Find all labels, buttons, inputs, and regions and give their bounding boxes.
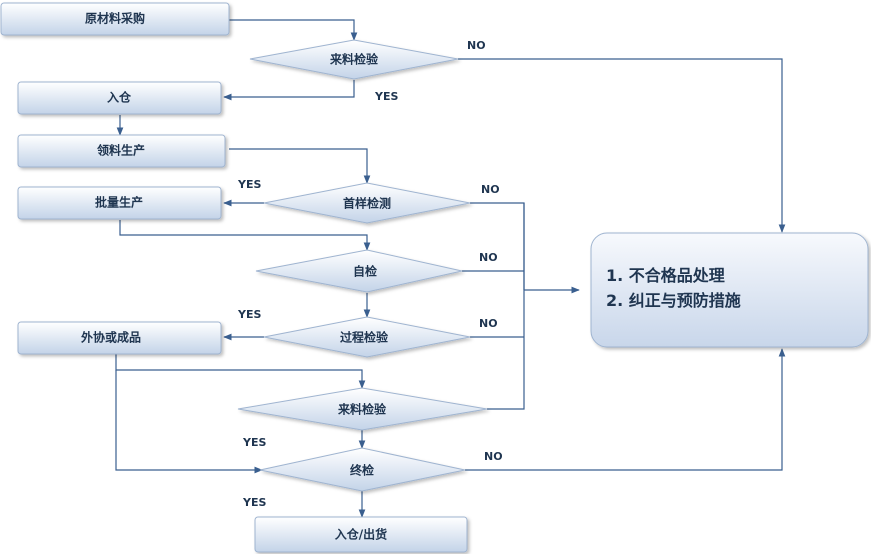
box-outsource-finished[interactable]: 外协或成品 [17, 321, 222, 355]
edge-batch-to-selfcheck [119, 220, 371, 251]
label-no-inspection1: NO [467, 39, 486, 52]
decision-final-inspection-label: 终检 [350, 463, 374, 478]
decision-first-article[interactable]: 首样检测 [263, 182, 471, 224]
connectors [115, 19, 786, 518]
box-outsource-finished-label: 外协或成品 [81, 330, 141, 345]
box-warehouse-ship-label: 入仓/出货 [335, 527, 387, 542]
label-no-final: NO [484, 450, 503, 463]
outcome-item-nonconforming: 1. 不合格品处理 [606, 266, 725, 285]
decision-incoming-inspection-1[interactable]: 来料检验 [249, 39, 459, 80]
edge-final-no-to-outcome [465, 348, 786, 471]
label-yes-final: YES [242, 496, 266, 509]
box-material-production-label: 领料生产 [97, 143, 145, 158]
box-material-production[interactable]: 领料生产 [17, 134, 226, 168]
label-yes-inspection1: YES [374, 90, 398, 103]
decision-incoming-inspection-2-label: 来料检验 [337, 402, 387, 417]
edge-outsource-to-final [115, 370, 263, 474]
edge-inspection2-no [487, 203, 525, 410]
label-yes-firstarticle: YES [237, 178, 261, 191]
outcome-box[interactable]: 1. 不合格品处理 2. 纠正与预防措施 [590, 232, 869, 348]
box-warehouse-ship[interactable]: 入仓/出货 [254, 516, 468, 553]
decision-process-inspection-label: 过程检验 [340, 330, 389, 345]
label-no-selfcheck: NO [479, 251, 498, 264]
decision-process-inspection[interactable]: 过程检验 [263, 316, 471, 358]
edge-inspection1-yes-to-warehouse [223, 80, 355, 101]
edge-purchase-to-inspection1 [229, 19, 358, 41]
box-warehouse-in[interactable]: 入仓 [17, 81, 222, 115]
label-yes-process: YES [237, 308, 261, 321]
decision-first-article-label: 首样检测 [343, 196, 391, 211]
decision-final-inspection[interactable]: 终检 [259, 447, 466, 492]
edge-firstarticle-no [470, 202, 525, 290]
label-yes-inspection2: YES [242, 436, 266, 449]
box-warehouse-in-label: 入仓 [107, 90, 132, 105]
edge-inspection1-no-to-outcome [458, 58, 786, 233]
decision-incoming-inspection-1-label: 来料检验 [329, 52, 379, 67]
box-purchase[interactable]: 原材料采购 [0, 2, 230, 36]
box-batch-production-label: 批量生产 [95, 195, 143, 210]
decision-incoming-inspection-2[interactable]: 来料检验 [237, 387, 488, 431]
outcome-item-corrective-action: 2. 纠正与预防措施 [606, 291, 741, 310]
box-batch-production[interactable]: 批量生产 [17, 186, 222, 220]
edge-labels: NO YES YES NO NO YES NO YES NO YES [237, 39, 503, 509]
label-no-firstarticle: NO [481, 183, 500, 196]
edge-outsource-to-inspection2 [115, 354, 366, 389]
decision-self-check[interactable]: 自检 [255, 249, 463, 293]
edge-production-to-firstarticle [229, 148, 371, 184]
decision-self-check-label: 自检 [353, 264, 377, 279]
label-no-process: NO [479, 317, 498, 330]
box-purchase-label: 原材料采购 [85, 11, 145, 26]
